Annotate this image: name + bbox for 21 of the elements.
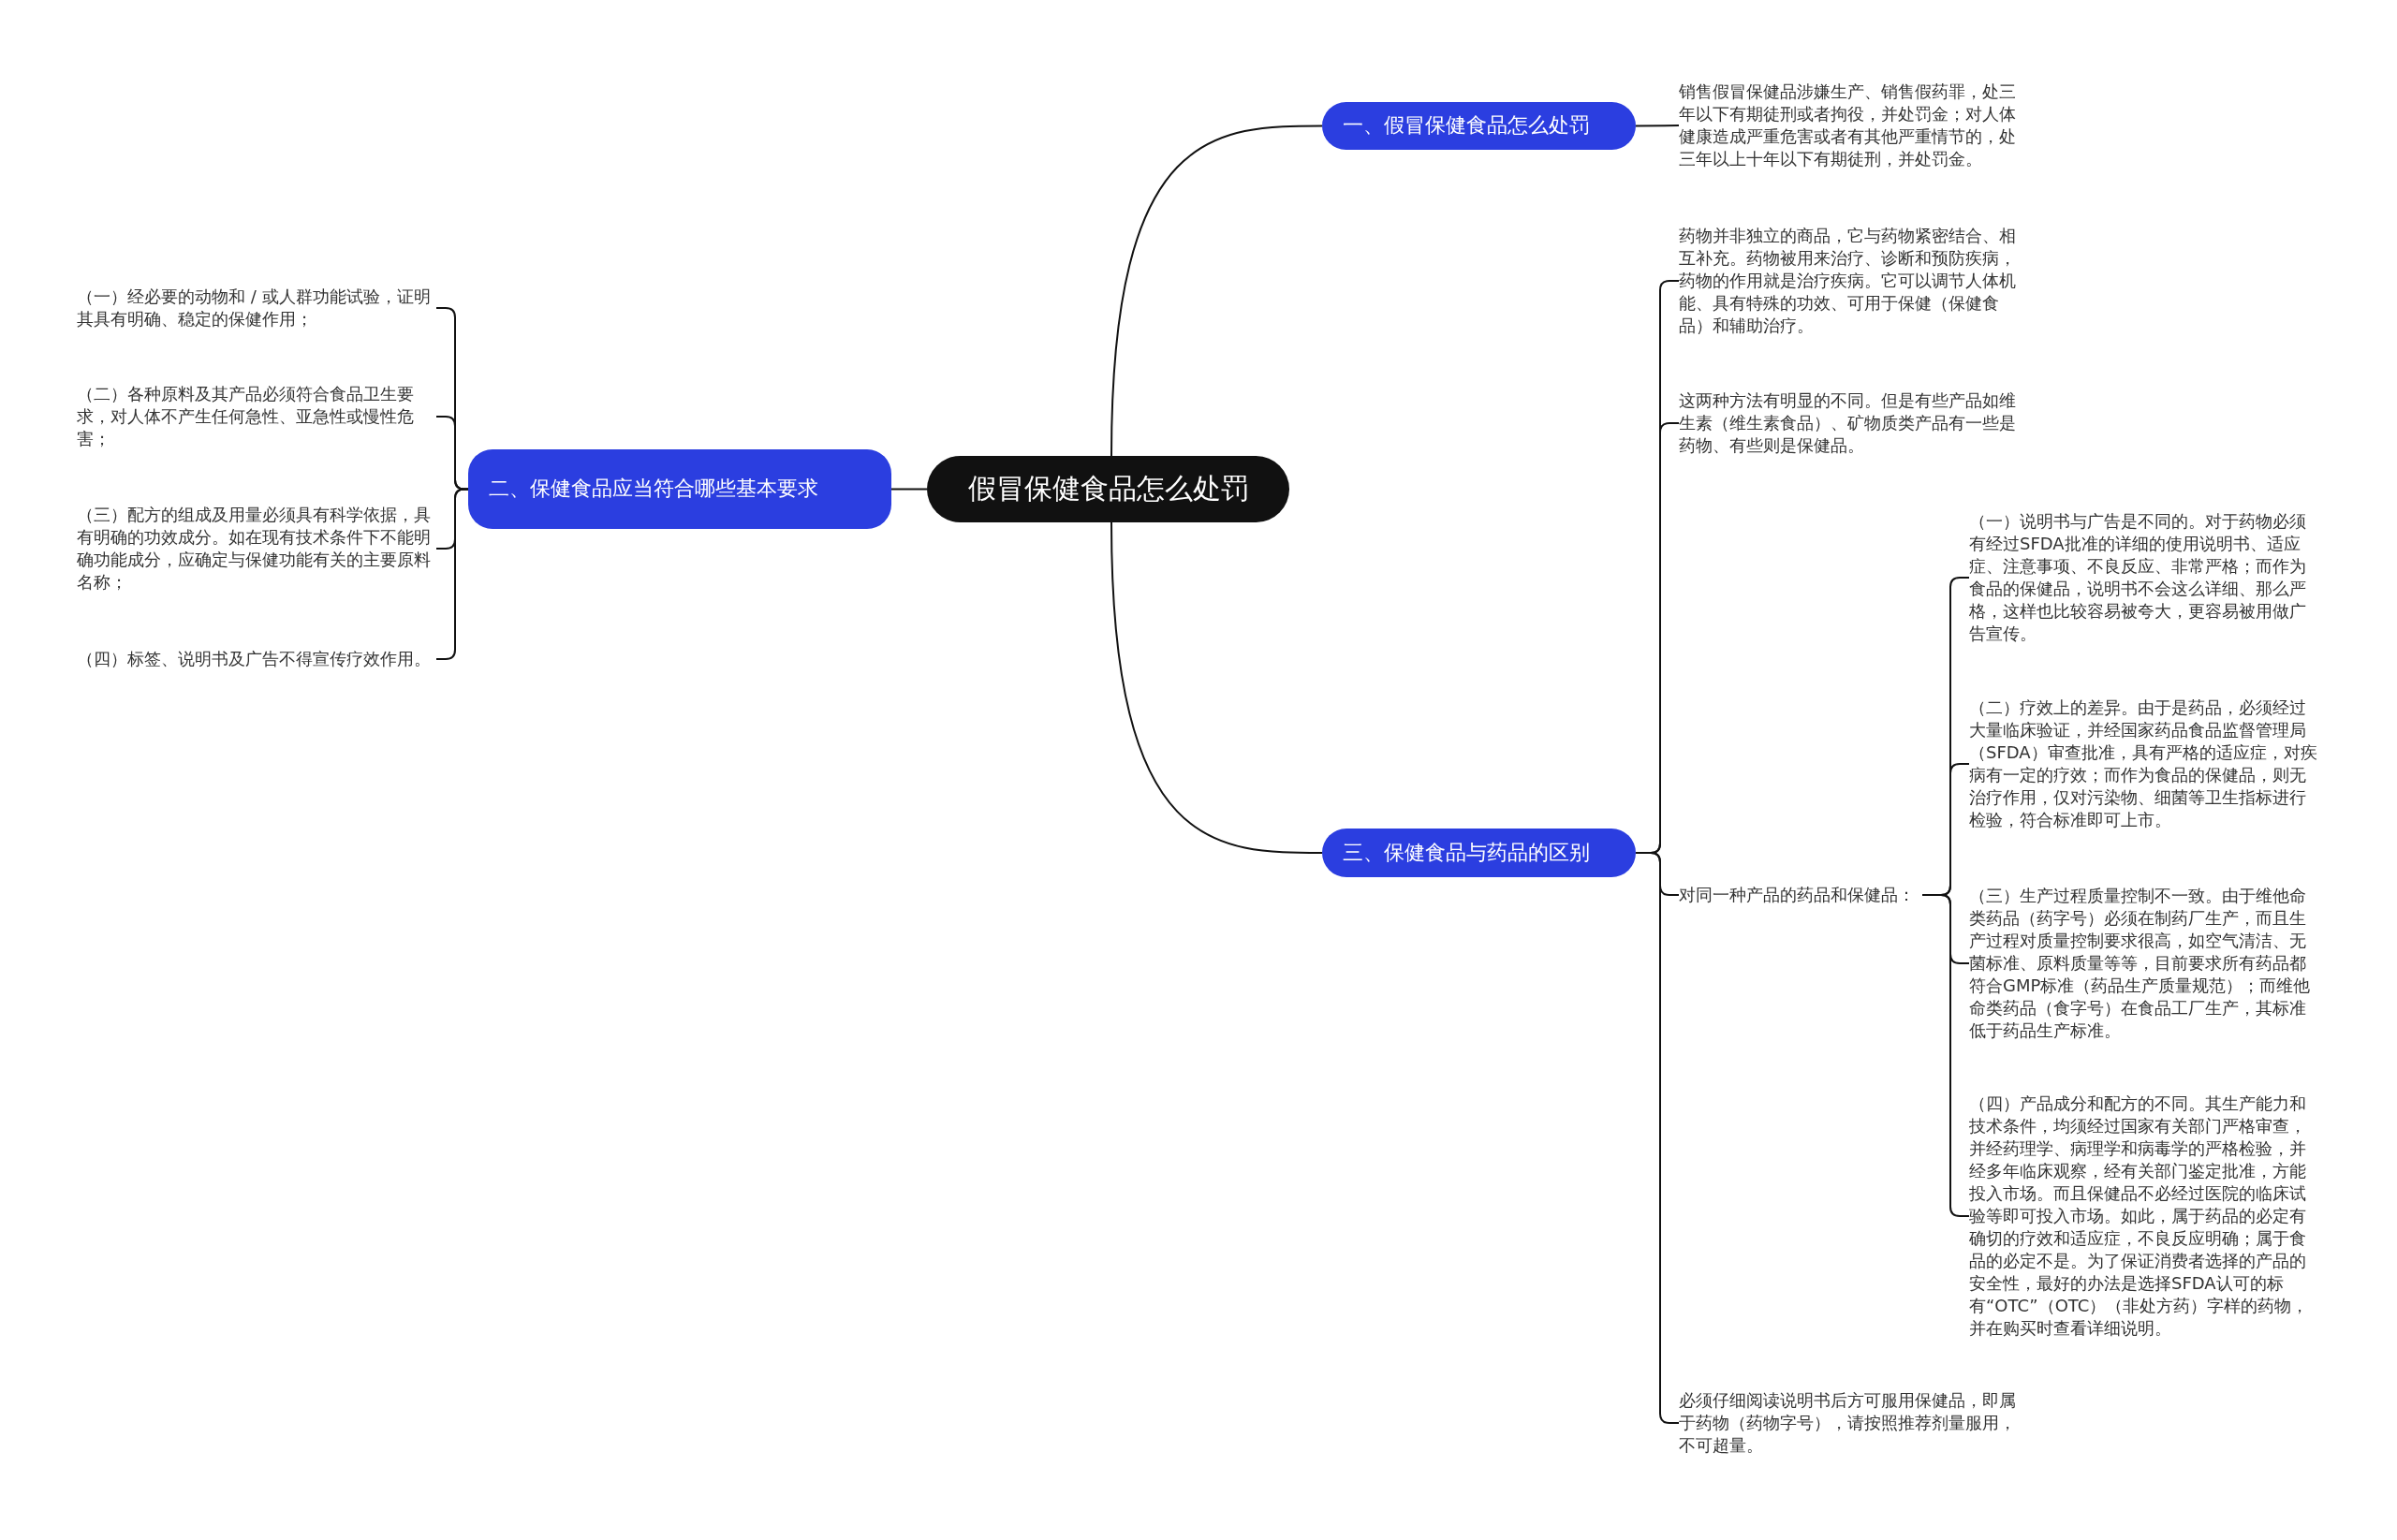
note-text: （二）疗效上的差异。由于是药品，必须经过大量临床验证，并经国家药品食品监督管理局（SFDA）审查批准，具有严格的适应症，对疾病有一定的疗效；而作为食品的保健品，则无治疗作用，仅对污染物、细菌等卫生指标进行检验，符合标准即可上市。 <box>1969 697 2317 831</box>
note-text: （一）经必要的动物和 / 或人群功能试验，证明其具有明确、稳定的保健作用； <box>77 286 436 330</box>
note-text: （一）说明书与广告是不同的。对于药物必须有经过SFDA批准的详细的使用说明书、适应症、注意事项、不良反应、非常严格；而作为食品的保健品，说明书不会这么详细、那么严格，这样也比较容易被夸大，更容易被用做广告宣传。 <box>1969 510 2317 645</box>
topic-pill: 三、保健食品与药品的区别 <box>1322 829 1636 877</box>
note-text: （四）产品成分和配方的不同。其生产能力和技术条件，均须经过国家有关部门严格审查，并经药理学、病理学和病毒学的严格检验，并经多年临床观察，经有关部门鉴定批准，方能投入市场。而且保健品不必经过医院的临床试验等即可投入市场。如此，属于药品的必定有确切的疗效和适应症，不良反应明确；属于食品的必定不是。为了保证消费者选择的产品的安全性，最好的办法是选择SFDA认可的标有“OTC”（OTC）（非处方药）字样的药物，并在购买时查看详细说明。 <box>1969 1093 2317 1340</box>
note-text: 药物并非独立的商品，它与药物紧密结合、相互补充。药物被用来治疗、诊断和预防疾病，药物的作用就是治疗疾病。它可以调节人体机能、具有特殊的功效、可用于保健（保健食品）和辅助治疗。 <box>1679 225 2030 337</box>
topic-pill: 一、假冒保健食品怎么处罚 <box>1322 102 1636 150</box>
note-text: （二）各种原料及其产品必须符合食品卫生要求，对人体不产生任何急性、亚急性或慢性危害； <box>77 383 436 450</box>
note-text: 销售假冒保健品涉嫌生产、销售假药罪，处三年以下有期徒刑或者拘役，并处罚金；对人体健康造成严重危害或者有其他严重情节的，处三年以上十年以下有期徒刑，并处罚金。 <box>1679 81 2030 170</box>
note-text: （三）配方的组成及用量必须具有科学依据，具有明确的功效成分。如在现有技术条件下不能明确功能成分，应确定与保健功能有关的主要原料名称； <box>77 504 436 594</box>
connector-line <box>1110 521 1323 854</box>
note-text: 对同一种产品的药品和保健品： <box>1679 884 1922 906</box>
connector-line <box>890 488 928 491</box>
note-text: 这两种方法有明显的不同。但是有些产品如维生素（维生素食品）、矿物质类产品有一些是药物、有些则是保健品。 <box>1679 389 2030 457</box>
topic-pill: 二、保健食品应当符合哪些基本要求 <box>468 449 891 529</box>
connector-line <box>1635 125 1680 127</box>
connector-line <box>1110 125 1323 457</box>
note-text: （三）生产过程质量控制不一致。由于维他命类药品（药字号）必须在制药厂生产，而且生产过程对质量控制要求很高，如空气清洁、无菌标准、原料质量等等，目前要求所有药品都符合GMP标准（药品生产质量规范）；而维他命类药品（食字号）在食品工厂生产，其标准低于药品生产标准。 <box>1969 885 2317 1042</box>
note-text: 必须仔细阅读说明书后方可服用保健品，即属于药物（药物字号），请按照推荐剂量服用，不可超量。 <box>1679 1389 2030 1457</box>
central-topic: 假冒保健食品怎么处罚 <box>927 456 1289 522</box>
note-text: （四）标签、说明书及广告不得宣传疗效作用。 <box>77 648 436 670</box>
